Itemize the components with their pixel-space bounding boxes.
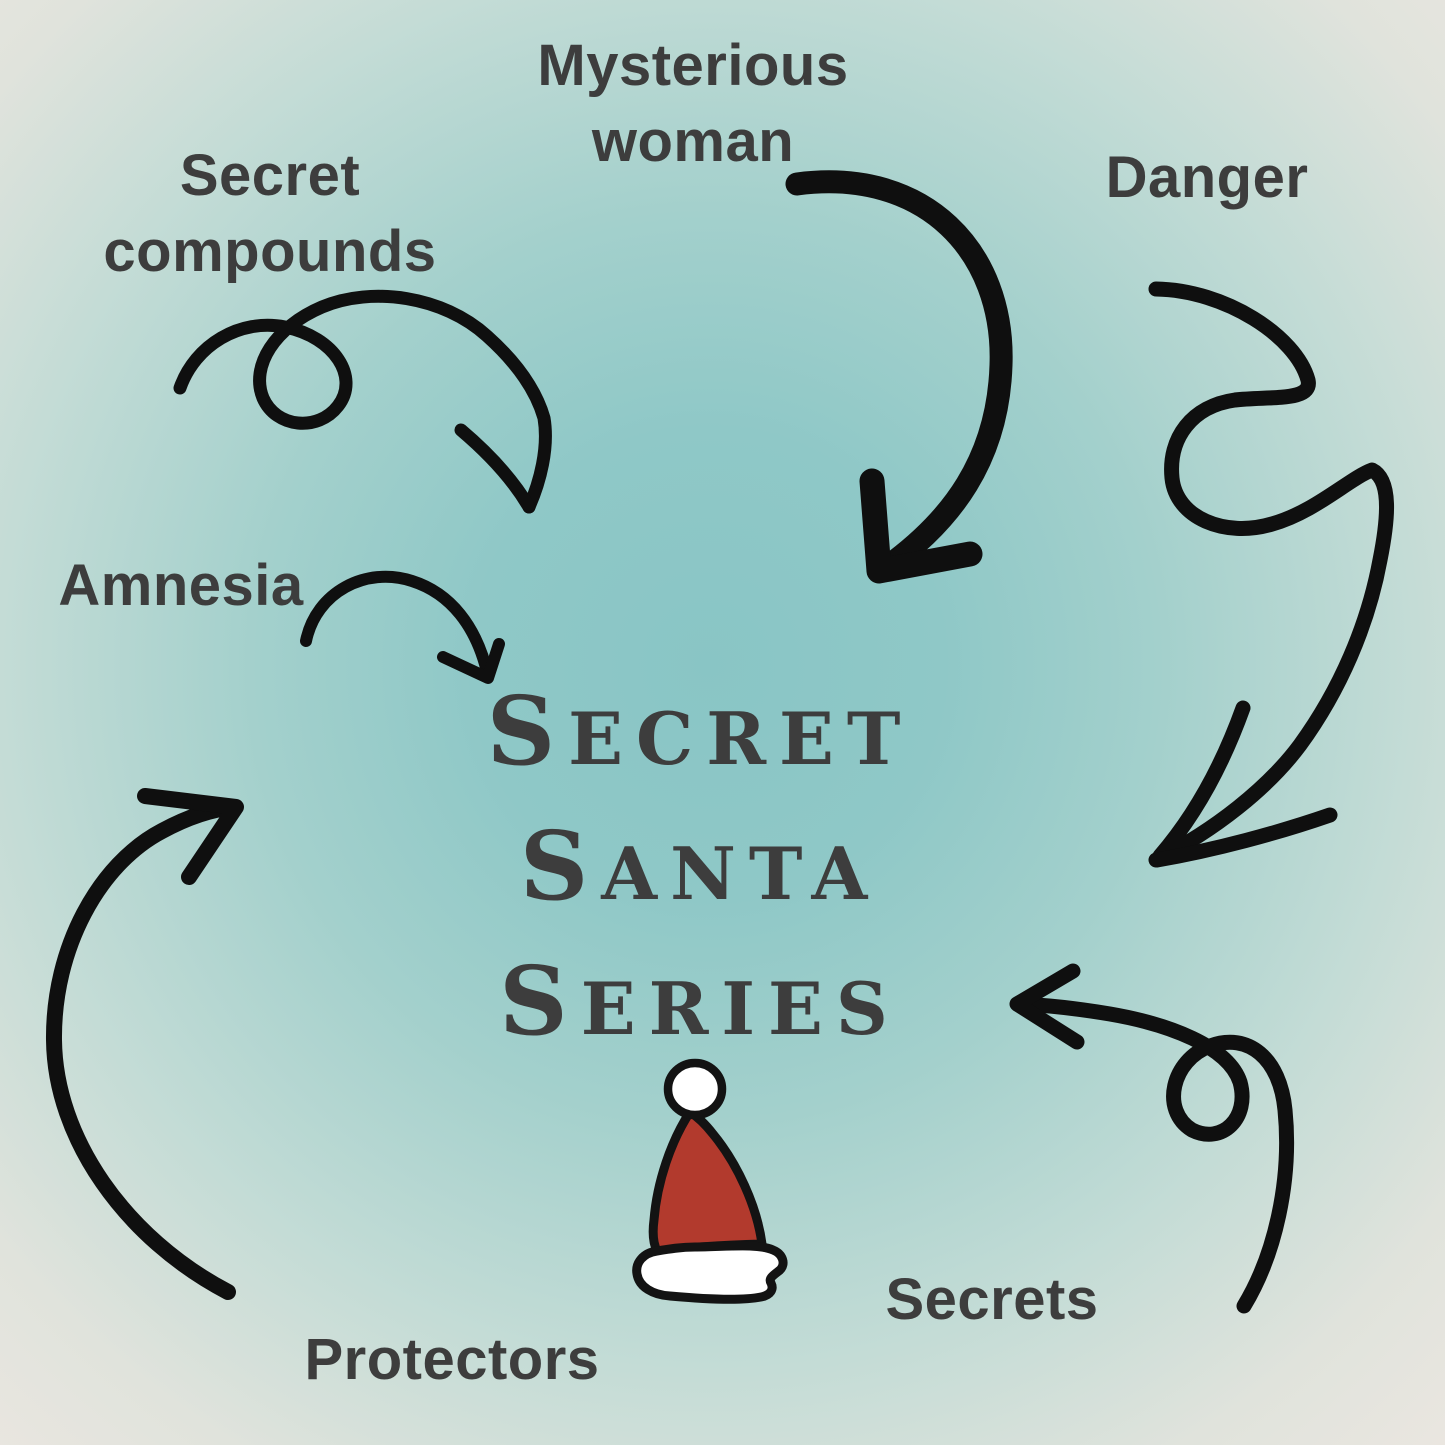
arrow-danger-to-title: [1148, 281, 1395, 868]
label-danger: Danger: [1105, 145, 1309, 210]
series-title-line1: Secret: [486, 676, 914, 787]
series-title-line2: Santa: [519, 811, 881, 922]
arrow-mysterious-woman-to-title: [785, 170, 1013, 584]
label-mysterious-woman-line1: Mysterious: [537, 33, 849, 98]
label-secret-compounds: Secret compounds: [20, 138, 520, 290]
label-protectors: Protectors: [304, 1327, 600, 1392]
label-secrets: Secrets: [885, 1267, 1099, 1332]
label-amnesia: Amnesia: [58, 553, 304, 618]
series-title-line3: Series: [499, 946, 901, 1057]
arrow-protectors-to-title: [45, 788, 244, 1300]
label-mysterious-woman-line2: woman: [591, 109, 795, 174]
label-secret-compounds-line2: compounds: [103, 219, 437, 284]
series-title: Secret Santa Series: [450, 668, 950, 1073]
arrow-amnesia-to-title: [300, 570, 505, 684]
arrow-secret-compounds-to-title: [173, 289, 552, 514]
label-secret-compounds-line1: Secret: [179, 143, 361, 208]
santa-hat-pompom: [663, 1058, 727, 1120]
santa-hat-icon: [632, 1058, 788, 1304]
label-mysterious-woman: Mysterious woman: [443, 28, 943, 180]
arrow-secrets-to-title: [1009, 963, 1295, 1314]
